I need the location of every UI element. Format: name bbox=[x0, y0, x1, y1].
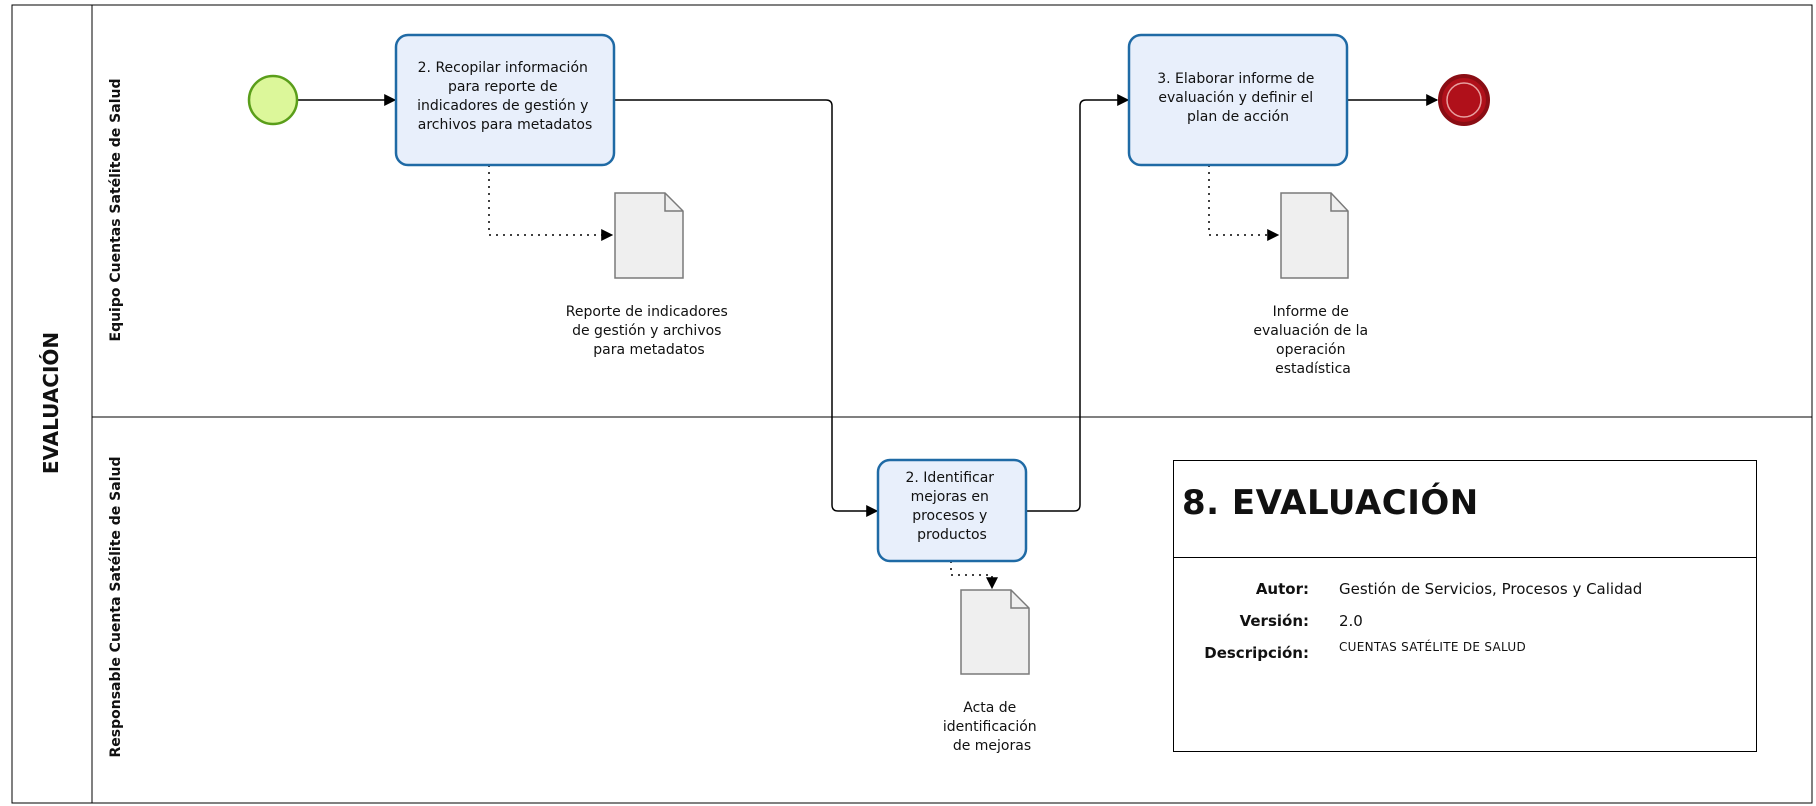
end-event[interactable] bbox=[1438, 74, 1490, 126]
version-label: Versión: bbox=[1239, 612, 1309, 630]
task-elaborar-informe[interactable]: 3. Elaborar informe de evaluación y defi… bbox=[1127, 33, 1349, 167]
association-task1-doc bbox=[488, 165, 614, 241]
association-task3-doc bbox=[1208, 165, 1280, 241]
data-object-label: Acta de identificación de mejoras bbox=[943, 700, 1041, 754]
description-value: CUENTAS SATÉLITE DE SALUD bbox=[1339, 640, 1527, 654]
document-icon bbox=[960, 589, 1030, 675]
diagram-title: 8. EVALUACIÓN bbox=[1182, 483, 1479, 523]
author-value: Gestión de Servicios, Procesos y Calidad bbox=[1339, 580, 1643, 598]
task-label: 2. Recopilar información para reporte de… bbox=[417, 60, 593, 133]
info-box-divider bbox=[1174, 557, 1756, 558]
document-icon bbox=[1280, 192, 1349, 279]
flow-task1-to-task2 bbox=[614, 99, 879, 517]
data-object-reporte-indicadores[interactable]: Reporte de indicadores de gestión y arch… bbox=[566, 192, 733, 358]
data-object-label: Reporte de indicadores de gestión y arch… bbox=[566, 304, 733, 358]
task-label: 2. Identificar mejoras en procesos y pro… bbox=[906, 470, 999, 543]
task-label: 3. Elaborar informe de evaluación y defi… bbox=[1157, 71, 1319, 125]
association-task2-doc bbox=[950, 561, 998, 590]
task-identificar-mejoras[interactable]: 2. Identificar mejoras en procesos y pro… bbox=[876, 458, 1028, 563]
diagram-info-box: 8. EVALUACIÓN Autor: Gestión de Servicio… bbox=[1173, 460, 1757, 752]
description-label: Descripción: bbox=[1204, 644, 1309, 662]
document-icon bbox=[614, 192, 684, 279]
pool-frame bbox=[11, 4, 1813, 804]
flow-task2-to-task3 bbox=[1026, 94, 1130, 512]
data-object-informe-evaluacion[interactable]: Informe de evaluación de la operación es… bbox=[1253, 192, 1372, 377]
task-recopilar-informacion[interactable]: 2. Recopilar información para reporte de… bbox=[394, 33, 616, 167]
lane-label-responsable: Responsable Cuenta Satélite de Salud bbox=[108, 457, 124, 758]
pool-label: EVALUACIÓN bbox=[39, 332, 63, 474]
data-object-acta-mejoras[interactable]: Acta de identificación de mejoras bbox=[943, 589, 1041, 754]
data-object-label: Informe de evaluación de la operación es… bbox=[1253, 304, 1372, 377]
start-event[interactable] bbox=[247, 74, 299, 126]
lane-label-equipo: Equipo Cuentas Satélite de Salud bbox=[108, 79, 124, 342]
author-label: Autor: bbox=[1255, 580, 1309, 598]
version-value: 2.0 bbox=[1339, 612, 1363, 630]
